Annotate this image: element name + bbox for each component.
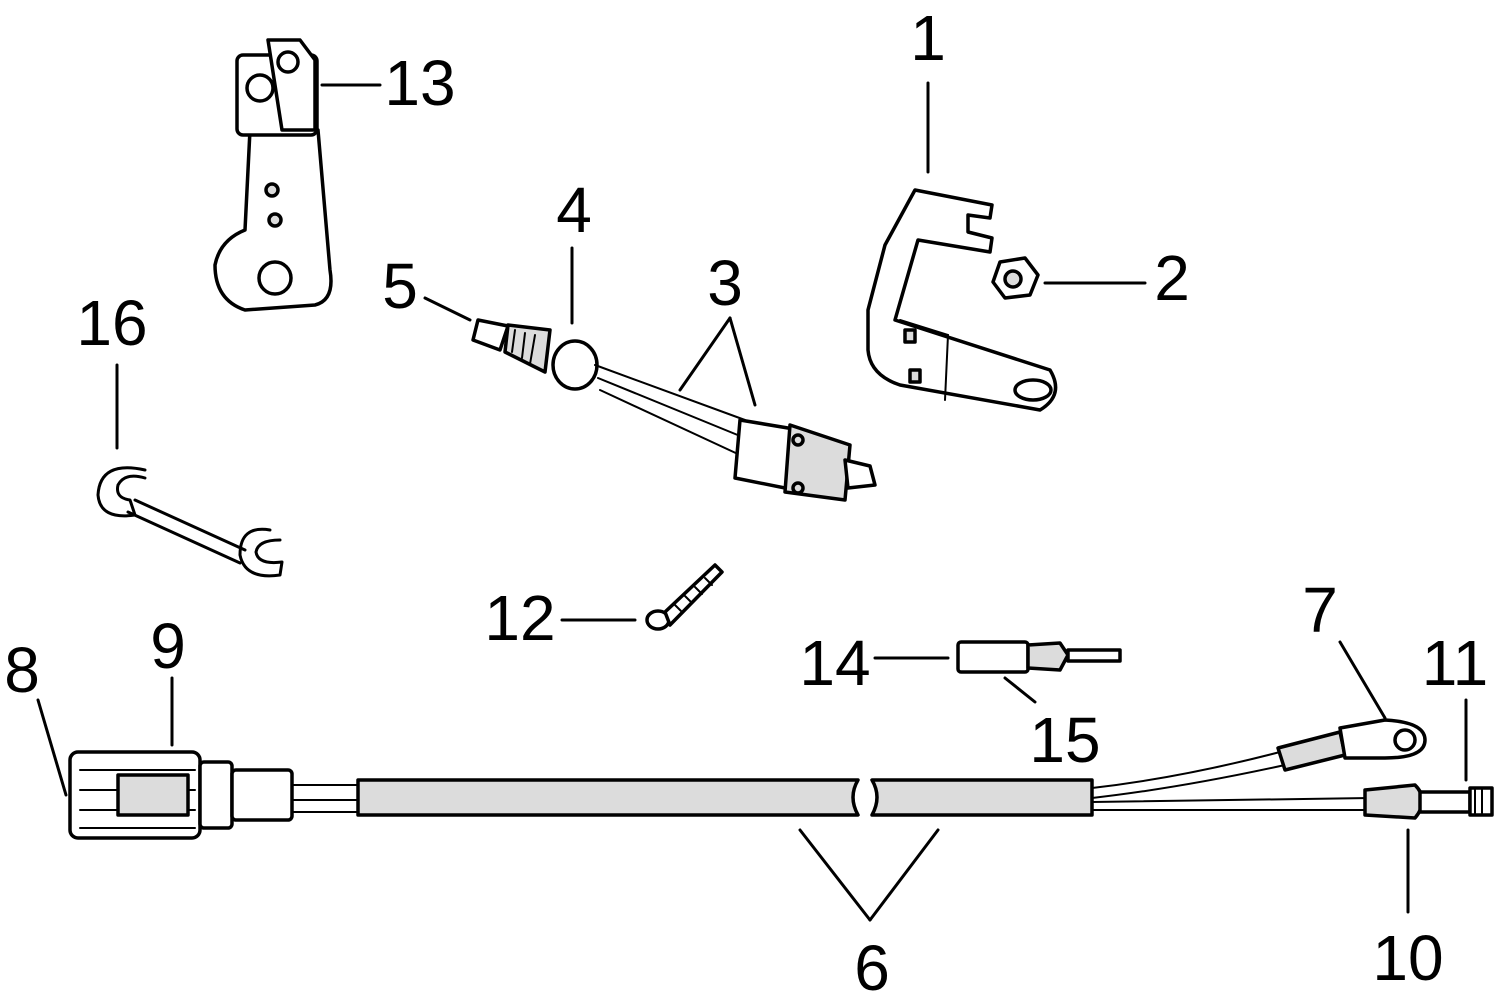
callout-11: 11 bbox=[1422, 627, 1488, 699]
leader-7 bbox=[1338, 640, 1387, 720]
leader-5 bbox=[423, 296, 472, 322]
callout-2: 2 bbox=[1154, 242, 1190, 314]
bracket-part bbox=[866, 188, 1058, 412]
callout-14: 14 bbox=[799, 627, 870, 699]
callout-7: 7 bbox=[1302, 574, 1338, 646]
leader-8 bbox=[36, 698, 68, 797]
callout-5: 5 bbox=[382, 250, 418, 322]
leader-3a bbox=[678, 316, 732, 392]
wire-clip-part bbox=[96, 466, 284, 578]
callout-13: 13 bbox=[384, 47, 455, 119]
switch-assembly-part bbox=[471, 318, 877, 502]
callout-10: 10 bbox=[1372, 922, 1443, 994]
lever-arm-part bbox=[213, 38, 333, 312]
callout-12: 12 bbox=[484, 582, 555, 654]
leader-6a bbox=[798, 828, 872, 922]
callout-16: 16 bbox=[76, 287, 147, 359]
leader-15 bbox=[1003, 676, 1037, 704]
leader-3b bbox=[728, 316, 757, 407]
callout-6: 6 bbox=[854, 932, 890, 1004]
callout-1: 1 bbox=[910, 2, 946, 74]
callout-9: 9 bbox=[150, 610, 186, 682]
wiring-harness-part bbox=[68, 718, 1494, 840]
callout-3: 3 bbox=[707, 247, 743, 319]
screw-part bbox=[645, 563, 724, 631]
callout-8: 8 bbox=[4, 634, 40, 706]
callout-15: 15 bbox=[1029, 704, 1100, 776]
nut-part bbox=[991, 256, 1040, 300]
terminal-part bbox=[956, 640, 1122, 674]
leader-6b bbox=[868, 828, 940, 922]
callout-4: 4 bbox=[556, 174, 592, 246]
